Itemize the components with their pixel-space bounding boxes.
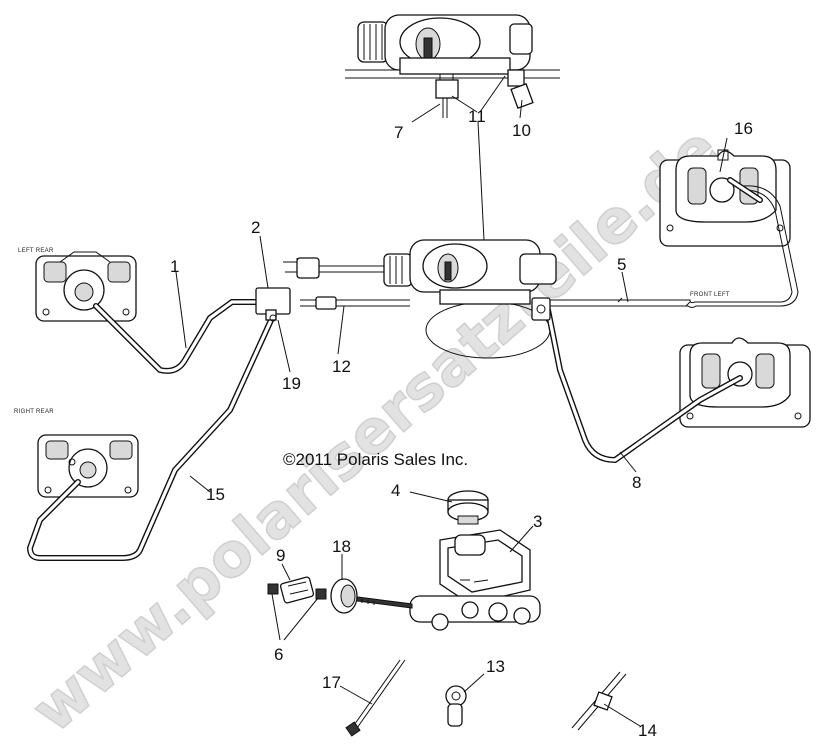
copyright-text: ©2011 Polaris Sales Inc. [283, 450, 468, 469]
leader-lines [175, 75, 728, 727]
callout-11-top: 11 [468, 107, 486, 126]
callout-19: 19 [282, 374, 301, 393]
left-rear-label: LEFT REAR [18, 248, 54, 254]
front-lower-caliper [679, 337, 811, 428]
callout-3: 3 [533, 512, 542, 531]
callout-5: 5 [617, 255, 626, 274]
left-rear-caliper [35, 251, 137, 322]
callout-8: 8 [632, 473, 641, 492]
line-clip [445, 685, 467, 727]
callout-13: 13 [486, 657, 505, 676]
callout-15: 15 [206, 485, 225, 504]
callout-7: 7 [394, 123, 403, 142]
callout-9: 9 [276, 546, 285, 565]
right-rear-label: RIGHT REAR [14, 409, 54, 415]
callout-1: 1 [170, 257, 179, 276]
callout-4: 4 [391, 481, 400, 500]
reservoir-cap [447, 490, 489, 525]
callout-6: 6 [274, 645, 283, 664]
callout-17: 17 [322, 673, 341, 692]
right-rear-caliper [37, 434, 139, 498]
top-master-cylinder-assembly [345, 14, 560, 118]
callout-2: 2 [251, 218, 260, 237]
cable-strap-clip [571, 671, 627, 731]
callout-10: 10 [512, 121, 531, 140]
callout-14: 14 [638, 721, 657, 740]
front-upper-caliper [659, 149, 791, 247]
cable-tie [345, 659, 406, 737]
boot [330, 578, 358, 614]
callout-12: 12 [332, 357, 351, 376]
watermark-text: www.polarisersatzteile.de [19, 113, 732, 746]
main-master-cylinder [283, 239, 557, 359]
callout-16: 16 [734, 119, 753, 138]
clevis-and-nuts [267, 576, 327, 604]
front-left-label: FRONT LEFT [690, 292, 730, 298]
master-cylinder-body [349, 529, 541, 631]
callout-18: 18 [332, 537, 351, 556]
brake-lines [26, 177, 799, 561]
